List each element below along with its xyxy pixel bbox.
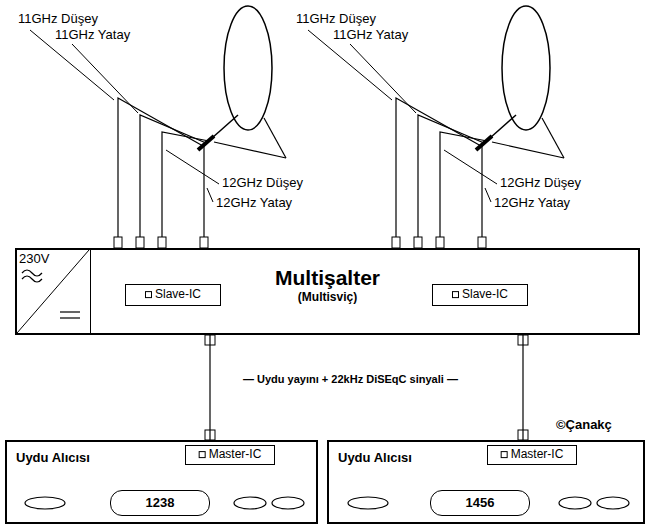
feed-arm xyxy=(212,115,238,138)
dish-strut xyxy=(542,118,564,158)
dish-group-right xyxy=(308,6,564,248)
leader-line xyxy=(72,44,138,113)
signal-label: 12GHz Yatay xyxy=(494,196,570,211)
signal-label: 12GHz Yatay xyxy=(216,196,292,211)
slave-ic-box: Slave-IC xyxy=(125,284,221,306)
coax-wire xyxy=(118,98,203,237)
power-symbol xyxy=(17,250,89,333)
master-ic-box-text: Master-IC xyxy=(511,448,564,462)
dish-strut xyxy=(264,118,286,158)
channel-display-text: 1238 xyxy=(146,496,175,511)
master-ic-box-text: Master-IC xyxy=(209,448,262,462)
input-port xyxy=(158,237,166,248)
text-holder: Multişalter(Multisviç) xyxy=(275,266,380,305)
text-holder: Master-IC xyxy=(199,448,262,462)
text-holder: 1456 xyxy=(466,496,495,511)
receiver-box-text: Uydu Alıcısı xyxy=(16,451,90,466)
signal-label: 11GHz Düşey xyxy=(296,12,376,27)
text-holder: 230V xyxy=(19,252,49,267)
master-ic-box: Master-IC xyxy=(185,445,275,465)
signal-label: 12GHz Düşey xyxy=(222,176,303,191)
coax-wire xyxy=(396,98,481,237)
coax-wire xyxy=(162,132,209,237)
feed-arm xyxy=(490,115,516,138)
text-holder: Slave-IC xyxy=(452,288,508,302)
ic-marker xyxy=(501,451,508,458)
power-section-text: 230V xyxy=(19,252,49,267)
input-port xyxy=(114,237,122,248)
text-holder: Slave-IC xyxy=(145,288,201,302)
signal-label: 11GHz Düşey xyxy=(18,12,98,27)
dc-symbol xyxy=(60,317,80,318)
signal-label: 11GHz Yatay xyxy=(55,28,130,43)
coax-wire xyxy=(418,115,484,237)
ic-marker xyxy=(199,451,206,458)
dish-strut xyxy=(214,142,286,158)
leader-line xyxy=(207,188,213,202)
ic-marker xyxy=(452,291,459,298)
coax-wire xyxy=(203,145,204,237)
receiver-button xyxy=(348,497,388,509)
input-port xyxy=(392,237,400,248)
text-holder: Master-IC xyxy=(501,448,564,462)
power-diagonal xyxy=(17,250,89,333)
multiswitch-box-text: (Multisviç) xyxy=(298,291,357,305)
ic-marker xyxy=(145,291,152,298)
receiver-button xyxy=(597,497,629,509)
slave-ic-box: Slave-IC xyxy=(432,284,528,306)
ac-symbol xyxy=(22,270,42,276)
coax-wire xyxy=(140,115,206,237)
receiver-button xyxy=(559,497,591,509)
input-port xyxy=(478,237,486,248)
coax-connector xyxy=(209,335,210,440)
dish-group-left xyxy=(30,6,286,248)
channel-display: 1238 xyxy=(110,490,210,516)
multiswitch-box-text: Multişalter xyxy=(275,266,380,290)
receiver-box: Uydu Alıcısı Master-IC 1456 xyxy=(327,440,645,524)
cable-note: — Uydu yayını + 22kHz DiSEqC sinyali — xyxy=(243,373,458,386)
channel-display: 1456 xyxy=(430,490,530,516)
input-port xyxy=(414,237,422,248)
leader-line xyxy=(485,188,491,202)
input-port xyxy=(200,237,208,248)
text-holder: Uydu Alıcısı xyxy=(16,451,90,466)
dish-strut xyxy=(492,142,564,158)
receiver-box-text: Uydu Alıcısı xyxy=(338,451,412,466)
input-port xyxy=(136,237,144,248)
channel-display-text: 1456 xyxy=(466,496,495,511)
ac-symbol xyxy=(22,276,42,282)
coax-wire xyxy=(481,145,482,237)
dish-reflector xyxy=(224,6,272,130)
master-ic-box: Master-IC xyxy=(487,445,577,465)
leader-line xyxy=(350,44,416,113)
slave-ic-box-text: Slave-IC xyxy=(155,288,201,302)
receiver-button xyxy=(234,497,266,509)
text-holder: 1238 xyxy=(146,496,175,511)
signal-label: 11GHz Yatay xyxy=(333,28,408,43)
dish-reflector xyxy=(502,6,550,130)
receiver-box: Uydu Alıcısı Master-IC 1238 xyxy=(5,440,318,524)
power-section: 230V xyxy=(15,248,91,335)
coax-connector xyxy=(522,335,523,440)
receiver-button xyxy=(272,497,304,509)
copyright-mark: ©Çanakç xyxy=(556,418,612,433)
coax-wire xyxy=(440,132,487,237)
leader-line xyxy=(444,150,497,184)
text-holder: Uydu Alıcısı xyxy=(338,451,412,466)
slave-ic-box-text: Slave-IC xyxy=(462,288,508,302)
input-port xyxy=(436,237,444,248)
signal-label: 12GHz Düşey xyxy=(500,176,581,191)
receiver-button xyxy=(25,497,65,509)
dc-symbol xyxy=(60,311,80,312)
multiswitch-box: Multişalter(Multisviç) 230V Slave-IC Slave-… xyxy=(15,248,640,335)
leader-line xyxy=(166,150,219,184)
